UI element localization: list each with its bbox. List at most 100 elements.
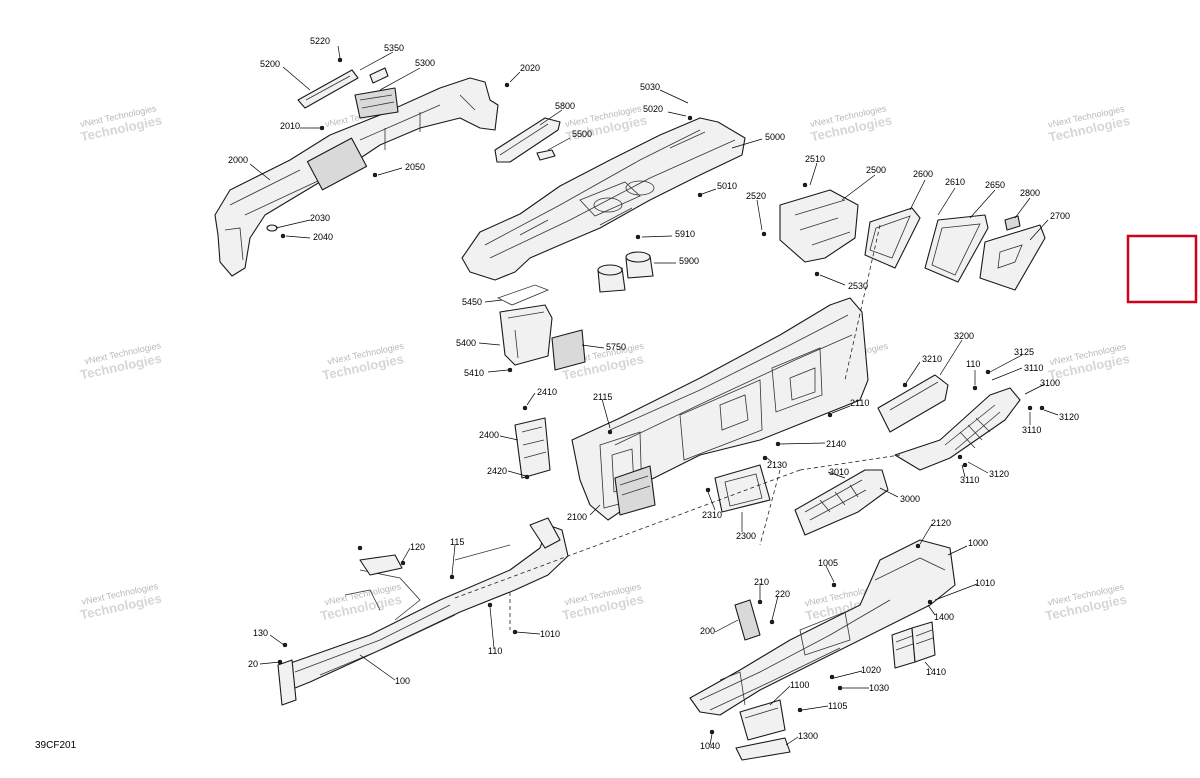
part-label: 5220 (310, 36, 330, 46)
part-label: 2115 (593, 392, 612, 402)
part-label: 3200 (954, 331, 974, 341)
part-label: 5410 (464, 368, 484, 378)
part-5300-trim (354, 67, 399, 119)
part-label: 5030 (640, 82, 660, 92)
part-label: 2310 (702, 510, 722, 520)
part-label: 3110 (960, 475, 979, 485)
part-5000-console (461, 117, 746, 281)
clip-2050 (372, 172, 378, 178)
part-label: 1410 (926, 667, 946, 677)
part-label: 130 (253, 628, 268, 638)
part-label: 1010 (540, 629, 560, 639)
part-label: 1300 (798, 731, 818, 741)
part-2700-cover (979, 215, 1046, 291)
part-label: 2120 (931, 518, 951, 528)
part-5400-storage-bin (496, 284, 586, 373)
part-2100-dash-frame (571, 297, 869, 521)
part-label: 3120 (1059, 412, 1079, 422)
part-label: 1000 (968, 538, 988, 548)
part-5800-lid (494, 117, 561, 163)
bolt-5030 (687, 115, 693, 121)
part-label: 20 (248, 659, 258, 669)
clip-2115 (607, 429, 613, 435)
bolt-2310 (705, 487, 711, 493)
part-label: 5800 (555, 101, 575, 111)
part-label: 2650 (985, 180, 1005, 190)
part-label: 3125 (1014, 347, 1034, 357)
part-label: 2110 (850, 398, 869, 408)
part-label: 3010 (829, 467, 849, 477)
part-1400-vents (891, 621, 936, 669)
part-2600-bezel (864, 207, 921, 269)
part-label: 2030 (310, 213, 330, 223)
part-label: 100 (395, 676, 410, 686)
part-label: 2000 (228, 155, 248, 165)
part-label: 3100 (1040, 378, 1060, 388)
part-2000-upper-beam (214, 77, 499, 277)
part-label: 2530 (848, 281, 868, 291)
washer-2030 (266, 224, 278, 232)
part-label: 2050 (405, 162, 425, 172)
part-3000-center-stack (794, 469, 889, 536)
part-5200-bracket (297, 69, 359, 109)
part-label: 115 (450, 537, 464, 547)
part-label: 1400 (934, 612, 954, 622)
part-1000-lower-dash (689, 539, 956, 735)
clip-2140 (775, 441, 781, 447)
part-label: 2420 (487, 466, 507, 476)
part-label: 2610 (945, 177, 965, 187)
part-label: 1005 (818, 558, 838, 568)
part-label: 1105 (828, 701, 847, 711)
part-label: 5010 (717, 181, 737, 191)
bolt-2010 (319, 125, 325, 131)
part-label: 2510 (805, 154, 825, 164)
part-label: 110 (488, 646, 502, 656)
part-label: 5200 (260, 59, 280, 69)
part-label: 2130 (767, 460, 787, 470)
part-label: 3120 (989, 469, 1009, 479)
part-label: 2410 (537, 387, 557, 397)
part-label: 5400 (456, 338, 476, 348)
part-label: 120 (410, 542, 425, 552)
part-label: 2020 (520, 63, 540, 73)
part-label: 3110 (1022, 425, 1041, 435)
part-label: 2400 (479, 430, 499, 440)
part-labels: 5220 5350 5300 5200 2020 2010 5800 5500 … (228, 36, 1079, 751)
part-label: 1020 (861, 665, 881, 675)
part-label: 2010 (280, 121, 300, 131)
part-label: 5000 (765, 132, 785, 142)
part-label: 1010 (975, 578, 995, 588)
selection-highlight-box[interactable] (1126, 234, 1198, 304)
part-label: 2700 (1050, 211, 1070, 221)
diagram-reference-code: 39CF201 (35, 740, 77, 751)
part-label: 5900 (679, 256, 699, 266)
part-label: 5020 (643, 104, 663, 114)
clip-2110 (827, 412, 833, 418)
part-label: 5350 (384, 43, 404, 53)
part-label: 3210 (922, 354, 942, 364)
part-label: 3000 (900, 494, 920, 504)
clip-2020 (504, 82, 510, 88)
part-label: 2040 (313, 232, 333, 242)
part-label: 1030 (869, 683, 889, 693)
part-2400-switch-panel (514, 405, 551, 480)
part-label: 2600 (913, 169, 933, 179)
part-label: 2100 (567, 512, 587, 522)
part-label: 110 (966, 359, 980, 369)
part-label: 2140 (826, 439, 846, 449)
part-3200-door (877, 374, 949, 433)
bolt-5220 (337, 57, 343, 63)
part-100-crossmember (277, 517, 569, 706)
part-label: 2800 (1020, 188, 1040, 198)
part-label: 2500 (866, 165, 886, 175)
bolt-2040 (280, 233, 286, 239)
part-label: 5750 (606, 342, 626, 352)
part-3100-steering-column (894, 369, 1045, 471)
part-label: 5450 (462, 297, 482, 307)
part-label: 2300 (736, 531, 756, 541)
part-2300-bezel (714, 464, 771, 513)
part-1100-box (735, 699, 803, 761)
part-label: 200 (700, 626, 715, 636)
part-label: 210 (754, 577, 769, 587)
